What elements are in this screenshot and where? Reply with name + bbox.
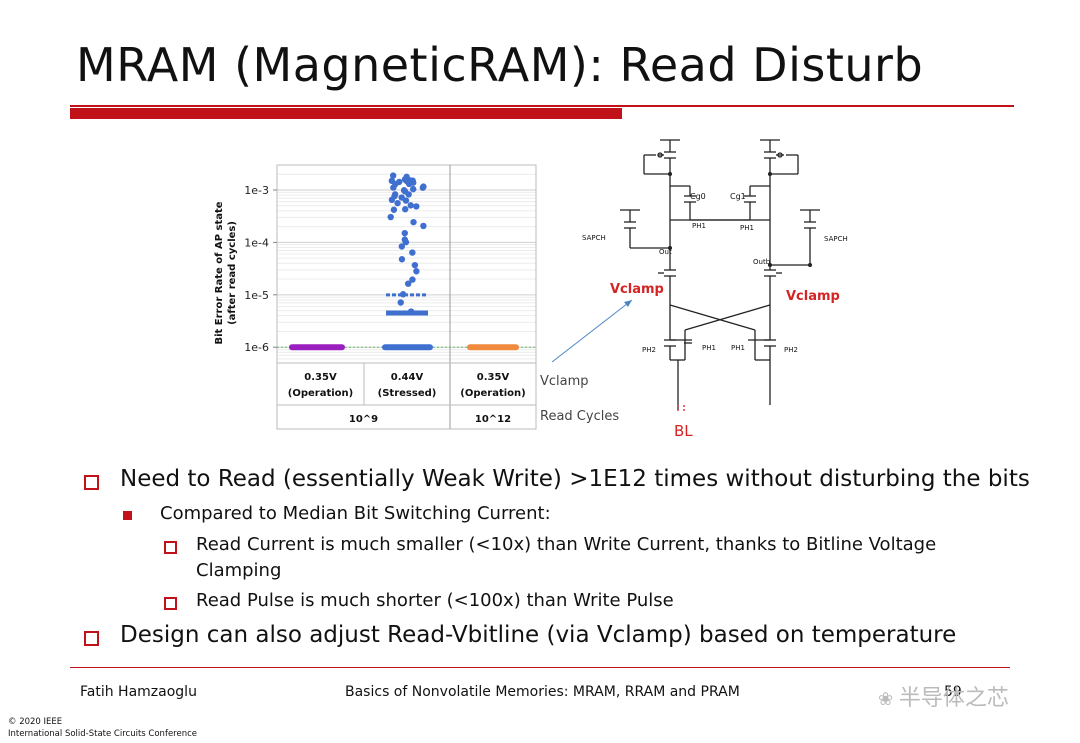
cycle-label: 10^9	[349, 414, 378, 425]
bullet-box-icon	[84, 631, 99, 646]
data-point	[402, 197, 410, 204]
data-point	[390, 184, 397, 191]
watermark: ❀ 半导体之芯	[878, 680, 1009, 712]
wechat-icon: ❀	[878, 689, 899, 710]
bullet-box-icon-small	[164, 541, 177, 554]
group-sublabel: (Operation)	[288, 388, 353, 399]
y-tick-label: 1e-6	[244, 341, 269, 354]
data-point	[420, 183, 427, 190]
bullet-read-current: Read Current is much smaller (<10x) than…	[196, 534, 937, 581]
y-tick-label: 1e-3	[244, 184, 269, 197]
ph1-label-bottom-left: PH1	[702, 344, 716, 352]
data-point	[397, 299, 404, 306]
group-label: 0.35V	[304, 372, 337, 383]
cycle-table	[276, 404, 537, 430]
group-label: 0.44V	[391, 372, 424, 383]
data-point	[404, 280, 412, 287]
bullet-median-current: Compared to Median Bit Switching Current…	[160, 503, 551, 524]
chart-vclamp-label: Vclamp	[540, 374, 589, 389]
sapch-right-label: SAPCH	[824, 235, 848, 243]
bullet-read-disturb: Need to Read (essentially Weak Write) >1…	[120, 466, 1030, 492]
bullet-square-icon	[123, 511, 132, 520]
data-point	[407, 202, 414, 209]
copyright-line1: © 2020 IEEE	[8, 717, 63, 727]
copyright-line2: International Solid-State Circuits Confe…	[8, 729, 197, 739]
vclamp-pointer	[551, 299, 633, 363]
data-point	[402, 238, 410, 246]
data-point	[401, 229, 408, 237]
data-point	[410, 218, 417, 226]
bit-error-chart: Bit Error Rate of AP state (after read c…	[214, 164, 537, 430]
y-tick-label: 1e-4	[244, 236, 269, 249]
y-axis-label-line2: (after read cycles)	[227, 221, 238, 325]
data-point	[389, 172, 397, 179]
copyright: © 2020 IEEE International Solid-State Ci…	[8, 716, 197, 740]
cg0-label: Cg0	[690, 192, 706, 201]
data-point	[409, 249, 416, 256]
slide-title: MRAM (MagneticRAM): Read Disturb	[76, 38, 924, 92]
vclamp-right-label: Vclamp	[786, 289, 840, 304]
data-point	[388, 196, 396, 204]
y-tick-label: 1e-5	[244, 289, 269, 302]
data-point	[398, 243, 406, 250]
page-number: 59	[944, 684, 962, 700]
footer-course-title: Basics of Nonvolatile Memories: MRAM, RR…	[345, 684, 740, 700]
data-point	[409, 185, 417, 193]
data-point	[413, 268, 420, 275]
data-point	[411, 261, 419, 269]
group-sublabel: (Operation)	[460, 388, 525, 399]
vclamp-arrowhead	[624, 300, 632, 307]
footer-rule	[70, 667, 1010, 668]
data-point	[387, 213, 394, 221]
data-point	[420, 222, 427, 230]
data-point	[398, 256, 406, 263]
cycle-label: 10^12	[475, 414, 511, 425]
sapch-left-label: SAPCH	[582, 234, 606, 242]
title-rule	[70, 105, 1014, 107]
ph1-label-top-left: PH1	[692, 222, 706, 230]
data-point	[402, 206, 409, 213]
bl-label: BL	[674, 422, 693, 440]
sense-amp-circuit: Cg0 Cg1 PH1 PH1 SAPCH SAPCH Out Outb Vcl…	[582, 139, 848, 440]
data-point	[405, 191, 412, 198]
cg1-label: Cg1	[730, 192, 746, 201]
data-points	[277, 172, 536, 351]
data-point	[390, 206, 398, 213]
y-axis-label-line1: Bit Error Rate of AP state	[214, 201, 225, 344]
data-point	[409, 276, 416, 283]
data-point	[405, 180, 413, 188]
group-label: 0.35V	[477, 372, 510, 383]
chart-read-cycles-label: Read Cycles	[540, 409, 620, 424]
out-label: Out	[659, 248, 672, 256]
bullet-box-icon	[84, 475, 99, 490]
watermark-text: 半导体之芯	[898, 686, 1009, 711]
ph2-label-left: PH2	[642, 346, 656, 354]
ph1-label-bottom-right: PH1	[731, 344, 745, 352]
bullet-read-pulse: Read Pulse is much shorter (<100x) than …	[196, 590, 674, 611]
outb-label: Outb	[753, 258, 771, 266]
group-labels: 0.35V (Operation) 0.44V (Stressed) 0.35V (Ope…	[288, 372, 526, 425]
footer-author: Fatih Hamzaoglu	[80, 684, 197, 700]
group-sublabel: (Stressed)	[378, 388, 437, 399]
vclamp-left-label: Vclamp	[610, 282, 664, 297]
bullet-temperature: Design can also adjust Read-Vbitline (vi…	[120, 622, 957, 648]
y-tick-labels: 1e-3 1e-4 1e-5 1e-6	[244, 184, 277, 354]
data-point	[413, 203, 420, 210]
vclamp-arrow	[551, 299, 633, 363]
chart-frame	[276, 164, 537, 430]
ph1-label-top-right: PH1	[740, 224, 754, 232]
title-accent-bar	[70, 108, 622, 119]
ph2-label-right: PH2	[784, 346, 798, 354]
data-point	[394, 199, 401, 207]
bullet-box-icon-small	[164, 597, 177, 610]
